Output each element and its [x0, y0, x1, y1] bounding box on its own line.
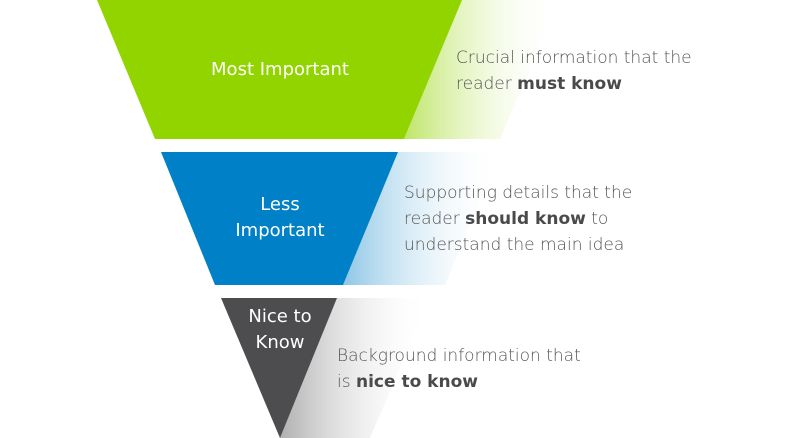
desc-text: Crucial information that the reader: [456, 48, 692, 94]
label-line: Know: [255, 332, 305, 353]
desc-text: Supporting details that the reader: [404, 183, 633, 229]
bottom-tier-label: Nice to Know: [248, 304, 311, 356]
bottom-tier-triangle: [221, 298, 337, 438]
middle-tier-trapezoid: [161, 152, 398, 285]
label-line: Most Important: [211, 59, 349, 80]
desc-emphasis: nice to know: [355, 372, 478, 392]
middle-tier-shadow: [343, 152, 500, 285]
desc-emphasis: should know: [465, 209, 586, 229]
label-line: Less: [260, 194, 300, 215]
top-tier-trapezoid: [97, 0, 462, 139]
desc-text: to understand the main idea: [404, 209, 625, 255]
bottom-tier-shadow: [280, 298, 430, 438]
top-tier-description: Crucial information that the reader must…: [456, 45, 696, 97]
label-line: Important: [235, 220, 325, 241]
top-tier-label: Most Important: [211, 57, 349, 83]
bottom-tier-description: Background information that is nice to k…: [337, 343, 582, 395]
label-line: Nice to: [248, 306, 312, 327]
desc-emphasis: must know: [517, 74, 622, 94]
desc-text: Background information that is: [337, 346, 581, 392]
top-tier-shadow: [404, 0, 560, 139]
middle-tier-description: Supporting details that the reader shoul…: [404, 180, 679, 258]
